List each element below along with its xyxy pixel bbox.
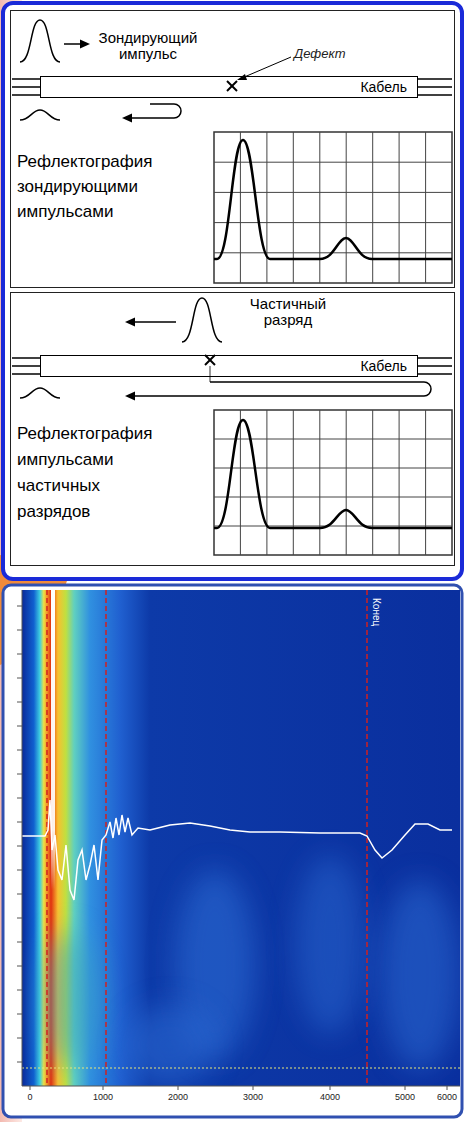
guide-line: [210, 366, 211, 382]
wire: [418, 86, 452, 88]
axis-ticks: [17, 590, 460, 1090]
heatmap-part: [125, 1005, 215, 1085]
panel-box: Рефлектография импульсами частичных разр…: [10, 292, 455, 566]
wire: [12, 78, 40, 80]
axis-number: 1000: [93, 1092, 113, 1103]
arrow-head: [125, 392, 135, 401]
wire: [418, 365, 452, 367]
heatmap-part: [295, 855, 365, 1035]
heatmap-part: [22, 1068, 460, 1069]
axis-number: 4000: [320, 1092, 340, 1103]
axis-number: 2000: [168, 1092, 188, 1102]
probe-pulse: [20, 20, 60, 62]
axis-number: 3000: [243, 1092, 263, 1103]
oscillogram: [214, 132, 452, 283]
heatmap-part: [40, 930, 100, 1070]
discharge-label: Частичный разряд: [236, 296, 340, 328]
axis-number: 0: [27, 1092, 32, 1102]
cable-label: Кабель: [360, 358, 407, 375]
discharge-label: Частичный разряд: [250, 295, 326, 328]
axis-number: 4000: [320, 1092, 340, 1102]
axis-number: 6000: [437, 1092, 457, 1102]
axis-ticks-part: [22, 1086, 460, 1087]
reflected-pulse: [20, 388, 60, 398]
oscillogram-part: [214, 410, 452, 555]
oscillogram-part: [214, 410, 452, 555]
leader-arrow: [237, 74, 247, 80]
return-path: [130, 104, 181, 118]
leader-line: [242, 57, 291, 78]
panel-frame: [3, 3, 462, 579]
panel-caption: Рефлектография зондирующими импульсами: [17, 149, 177, 224]
axis-number: 1000: [93, 1092, 113, 1102]
axis-number: 2000: [168, 1092, 188, 1103]
reflected-pulse: [20, 110, 60, 120]
probe-illustration: [12, 20, 452, 123]
defect-label: Дефект: [294, 46, 346, 62]
wire: [12, 94, 40, 96]
axis-number: 5000: [395, 1092, 415, 1102]
arrow-line: [64, 43, 82, 45]
pulse-label: Зондирующий импульс: [92, 30, 204, 62]
panel-frame: [3, 585, 462, 1117]
axis-number: 5000: [395, 1092, 415, 1103]
panel-box: Рефлектография зондирующими импульсами Ка…: [10, 10, 455, 288]
wire: [418, 373, 452, 375]
heatmap-part: [22, 590, 460, 1086]
heatmap-part: [105, 590, 107, 1086]
defect-mark: [205, 355, 215, 365]
heatmap-part: [380, 880, 460, 1070]
arrow-line: [134, 321, 176, 323]
cable-label: Кабель: [360, 79, 407, 96]
partial-discharge-illustration: [12, 298, 452, 401]
arrow-head: [80, 40, 90, 49]
arrow-head: [122, 114, 132, 123]
axis-number: 0: [27, 1092, 32, 1103]
axis-ticks-part: [30, 1086, 447, 1090]
axis-number: 3000: [243, 1092, 263, 1102]
oscillogram-part: [214, 140, 452, 259]
wire: [12, 365, 40, 367]
discharge-pulse: [182, 298, 222, 342]
wire: [418, 78, 452, 80]
axis-ticks-part: [17, 606, 22, 1062]
wire: [12, 357, 40, 359]
oscillogram: [214, 410, 452, 555]
end-marker-label: Конец: [370, 598, 382, 626]
heatmap: [22, 590, 460, 1086]
wire: [418, 357, 452, 359]
defect-mark: [227, 81, 237, 91]
cable-box: Кабель: [40, 76, 418, 98]
wire: [12, 86, 40, 88]
oscillogram-part: [214, 132, 452, 283]
axis-number: 6000: [437, 1092, 457, 1103]
oscillogram-part: [214, 420, 452, 528]
pulse-label: Зондирующий импульс: [99, 29, 198, 62]
heatmap-part: [22, 800, 452, 900]
defect-label: Дефект: [294, 46, 346, 61]
wire: [12, 373, 40, 375]
defect-mark: [227, 81, 237, 91]
cable-box: Кабель: [40, 355, 418, 377]
heatmap-part: [46, 590, 48, 1086]
defect-mark: [205, 355, 215, 365]
axis-ticks-part: [22, 590, 23, 1086]
oscillogram-part: [214, 132, 452, 283]
end-marker-label: Конец: [371, 598, 382, 626]
panel-caption: Рефлектография импульсами частичных разр…: [17, 421, 177, 525]
return-path: [134, 382, 431, 396]
arrow-head: [125, 318, 135, 327]
wire: [418, 94, 452, 96]
